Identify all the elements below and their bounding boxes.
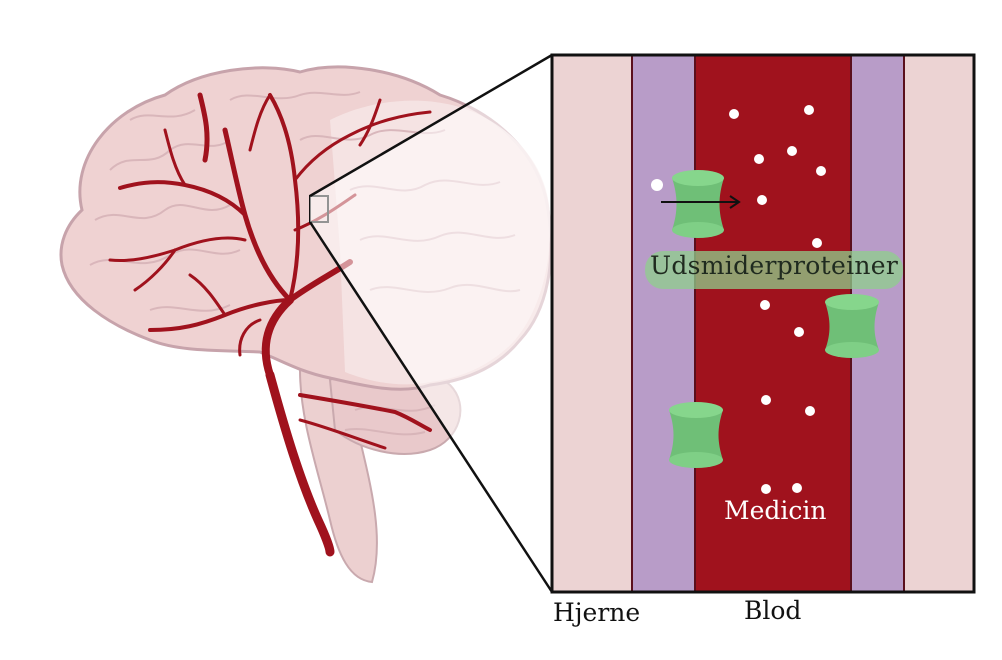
drug-label: Medicin	[724, 496, 827, 525]
drug-particle-dot	[792, 483, 802, 493]
zoom-frame	[550, 53, 976, 594]
efflux-transporter-icon	[825, 294, 879, 358]
brain-tissue-left	[552, 55, 632, 592]
brain-label: Hjerne	[553, 598, 641, 627]
drug-particle-dot	[805, 406, 815, 416]
drug-particle-dot	[761, 484, 771, 494]
drug-particle-dot	[812, 238, 822, 248]
blood-label: Blod	[744, 596, 802, 625]
drug-particle-dot	[729, 109, 739, 119]
efflux-transporter-icon	[672, 170, 724, 238]
blood-lumen	[695, 55, 851, 592]
zoom-cone	[308, 53, 554, 593]
drug-particle-dot	[760, 300, 770, 310]
endothelium-left	[632, 55, 695, 592]
brain-blood-vessels	[108, 92, 432, 557]
efflux-transporter-icon	[669, 402, 723, 468]
drug-particle-dot	[761, 395, 771, 405]
drug-particle-dot	[816, 166, 826, 176]
efflux-arrow	[661, 195, 741, 209]
transporter-label-band	[645, 251, 903, 289]
vessel-cross-section	[550, 53, 976, 594]
drug-particle-dot	[787, 146, 797, 156]
drug-particle-dot	[754, 154, 764, 164]
drug-particle-dot	[794, 327, 804, 337]
drug-particle-dot	[804, 105, 814, 115]
drug-particle-dot	[651, 179, 663, 191]
brain-tissue-right	[904, 55, 974, 592]
drug-particles	[651, 105, 826, 494]
transporter-label: Udsmiderproteiner	[650, 251, 899, 280]
drug-particle-dot	[757, 195, 767, 205]
